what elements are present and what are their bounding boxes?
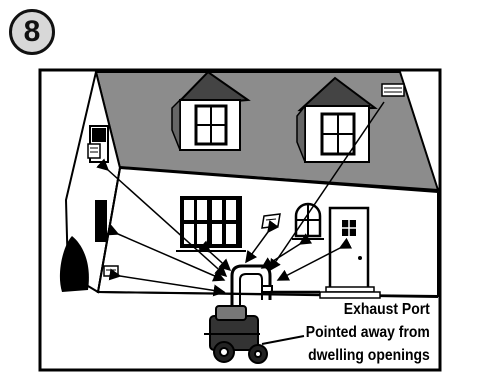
dormer-right — [296, 76, 378, 163]
door-steps — [319, 286, 381, 299]
dormer-left — [171, 70, 251, 151]
shrub — [59, 236, 89, 292]
step-number: 8 — [23, 15, 41, 48]
wall-vent — [261, 213, 281, 229]
gable-low-vent — [103, 265, 119, 277]
arched-window — [292, 202, 324, 240]
step-badge: 8 — [9, 9, 55, 55]
gable-window-vent — [87, 125, 109, 163]
illustration-frame — [38, 68, 442, 372]
roof-vent — [381, 83, 405, 97]
door — [328, 206, 370, 290]
gable-lower-window — [95, 200, 107, 242]
exhaust-caption: Exhaust Port Pointed away from dwelling … — [306, 298, 430, 367]
main-window — [176, 196, 246, 252]
caption-line-1: Exhaust Port — [343, 301, 430, 318]
pressure-washer-icon — [204, 264, 273, 364]
caption-line-2: Pointed away from — [305, 324, 430, 341]
hazard-arrows — [96, 101, 385, 345]
caption-line-3: dwelling openings — [308, 347, 430, 364]
